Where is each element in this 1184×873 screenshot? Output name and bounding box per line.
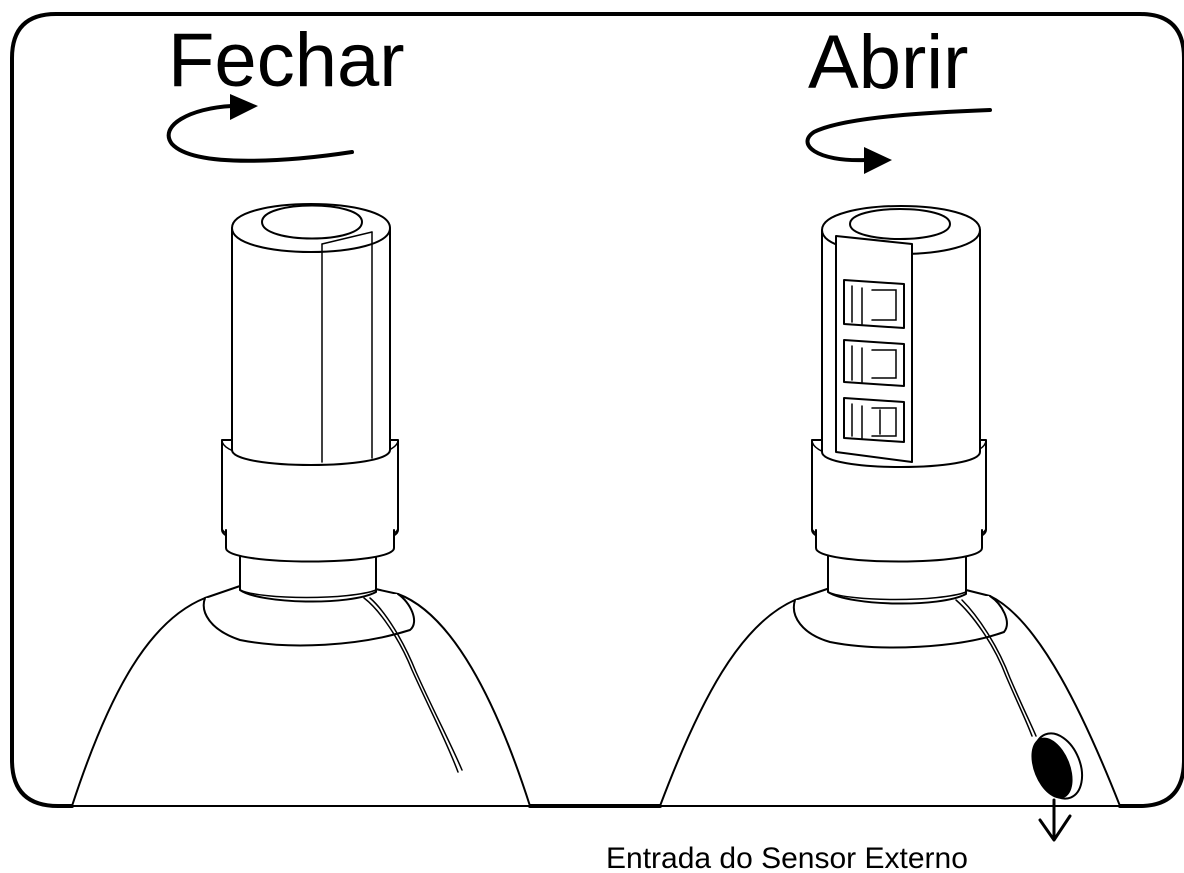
open-label: Abrir	[808, 20, 968, 105]
sensor-input-label: Entrada do Sensor Externo	[606, 842, 968, 873]
close-label: Fechar	[168, 18, 405, 103]
rotate-arrow-icon	[805, 108, 992, 174]
sensor-vents	[843, 279, 905, 443]
rotate-arrow-icon	[166, 94, 354, 163]
device-open	[659, 205, 1121, 807]
device-closed	[71, 203, 531, 807]
sensor-plug	[1031, 732, 1084, 800]
frame-border	[10, 12, 1184, 808]
down-arrow-icon	[1038, 798, 1072, 842]
